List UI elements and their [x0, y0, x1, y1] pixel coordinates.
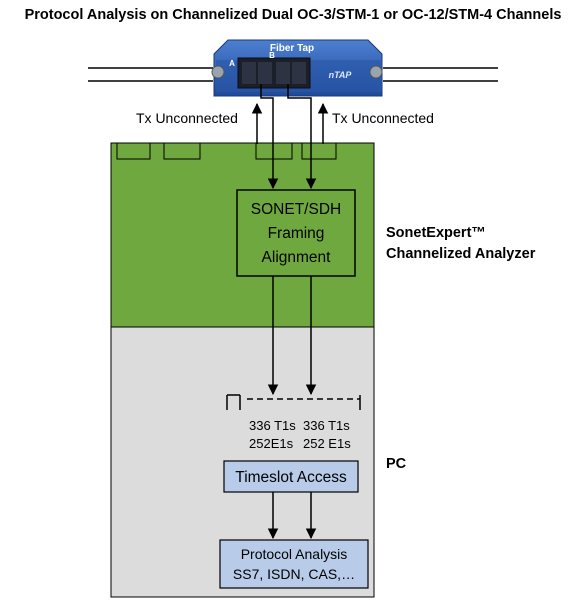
channels-right-2: 252 E1s — [303, 436, 351, 451]
tap-wires — [260, 84, 317, 190]
screw-right-icon — [369, 65, 383, 79]
channels-left-2: 252E1s — [249, 436, 294, 451]
port-a-label: A — [229, 59, 235, 68]
timeslot-access-box — [223, 460, 359, 493]
analyzer-ports — [116, 142, 337, 160]
protocol-analysis-box — [219, 539, 369, 589]
framing-line-3: Alignment — [262, 249, 332, 266]
fiber-tap-label: Fiber Tap — [270, 43, 314, 54]
ntap-logo: nTAP — [329, 70, 353, 80]
screw-left-icon — [211, 65, 225, 79]
pc-label: PC — [386, 456, 407, 472]
tx-arrows — [251, 102, 329, 144]
analyzer-label-line-2: Channelized Analyzer — [386, 246, 536, 262]
timeslot-access-label: Timeslot Access — [235, 469, 347, 486]
channels-left-1: 336 T1s — [249, 418, 296, 433]
timeslot-to-protocol-arrows — [267, 492, 317, 540]
tx-unconnected-right: Tx Unconnected — [332, 110, 434, 126]
protocol-line-1: Protocol Analysis — [241, 546, 348, 562]
port-b-label: B — [269, 51, 275, 60]
tx-unconnected-left: Tx Unconnected — [136, 110, 238, 126]
framing-line-2: Framing — [268, 225, 325, 242]
channels-right-1: 336 T1s — [303, 418, 350, 433]
protocol-line-2: SS7, ISDN, CAS,… — [233, 566, 355, 582]
diagram-title: Protocol Analysis on Channelized Dual OC… — [25, 7, 562, 23]
framing-alignment-box — [236, 189, 356, 277]
framing-line-1: SONET/SDH — [251, 201, 341, 218]
framing-to-pc-arrows — [267, 276, 317, 396]
fiber-tap-device: Fiber Tap A B nTAP — [211, 39, 383, 97]
analyzer-label-line-1: SonetExpert™ — [386, 225, 486, 241]
fiber-lines — [88, 67, 498, 82]
channel-bracket — [226, 394, 361, 410]
